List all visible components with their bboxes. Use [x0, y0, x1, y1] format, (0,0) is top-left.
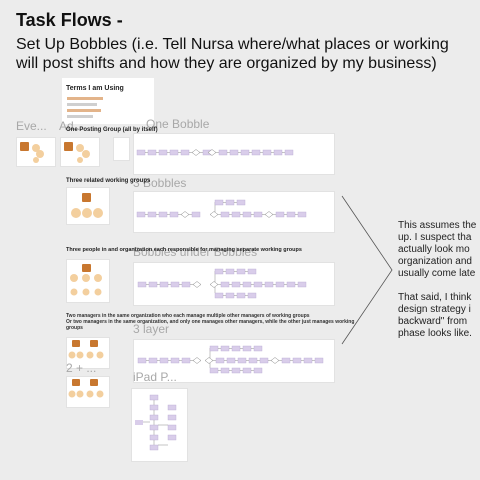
page-subtitle: Set Up Bobbles (i.e. Tell Nursa where/wh… — [16, 36, 449, 72]
section-1-thumb-b[interactable] — [60, 137, 100, 167]
section-1-label: One Bobble — [146, 117, 210, 131]
side-note: This assumes the up. I suspect tha actua… — [398, 220, 477, 339]
section-2-caption: Three related working groups — [66, 178, 151, 184]
section-2-thumb[interactable] — [66, 187, 110, 225]
section-4-thumb-b[interactable] — [66, 376, 110, 408]
section-3-flow-frame[interactable] — [133, 262, 335, 306]
ipad-flow-frame[interactable] — [131, 388, 188, 462]
ipad-label: iPad P... — [133, 370, 177, 384]
terms-heading: Terms I am Using — [66, 85, 124, 92]
section-3-caption: Three people in and organization each re… — [66, 247, 302, 253]
section-1-caption: One Posting Group (all by itself) — [66, 127, 158, 133]
section-1-thumb-a[interactable] — [16, 137, 56, 167]
section-2-flow-frame[interactable] — [133, 191, 335, 233]
section-4-caption: Two managers in the same organization wh… — [66, 313, 355, 331]
terms-list — [67, 97, 107, 118]
page-title: Task Flows - — [16, 10, 123, 30]
section-3-thumb[interactable] — [66, 259, 110, 303]
section-2-label: 3 Bobbles — [133, 176, 187, 190]
label-ad: Ad... — [59, 119, 84, 133]
section-4-label: 3 layer — [133, 322, 170, 336]
section-1-thumb-c[interactable] — [113, 137, 130, 161]
label-two-plus: 2 + ... — [66, 361, 97, 375]
label-every: Eve... — [16, 119, 47, 133]
section-3-label: Bobbles under Bobbles — [133, 245, 258, 259]
section-1-flow-frame[interactable] — [133, 133, 335, 175]
